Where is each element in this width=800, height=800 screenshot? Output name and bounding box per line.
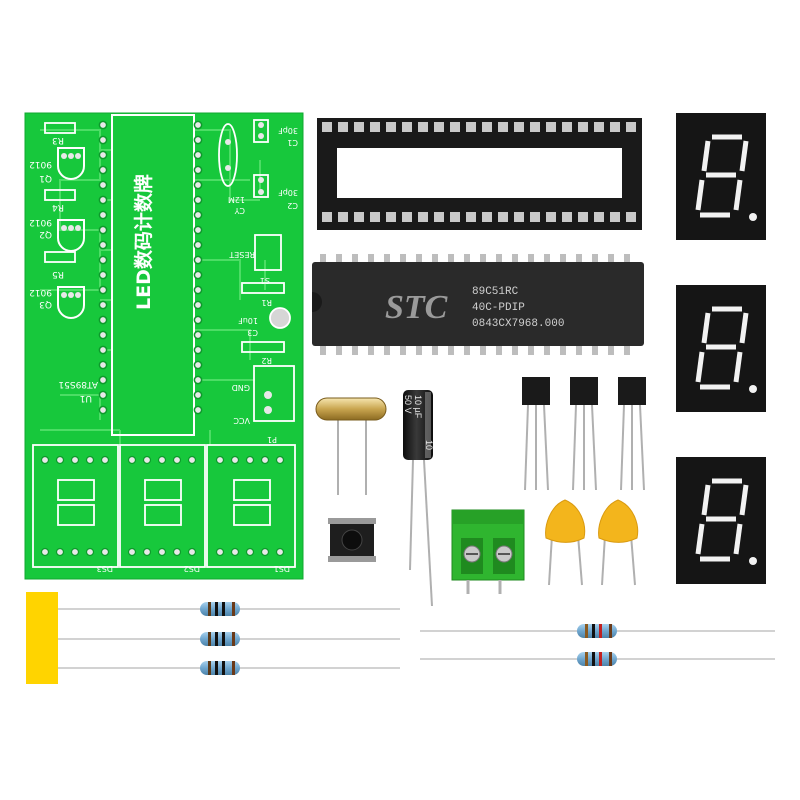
svg-text:Q2: Q2: [39, 229, 52, 239]
svg-text:R3: R3: [52, 135, 64, 145]
capacitor-side-mark: 10: [424, 440, 434, 450]
svg-text:P1: P1: [267, 435, 277, 444]
resistor: [200, 602, 240, 616]
svg-text:C1: C1: [287, 138, 298, 147]
resistor: [200, 632, 240, 646]
resistor: [577, 652, 617, 666]
svg-text:DS2: DS2: [184, 564, 200, 573]
svg-text:12M: 12M: [228, 195, 245, 204]
svg-text:Q3: Q3: [39, 299, 52, 309]
capacitor-value: 10 µF: [413, 395, 423, 419]
resistor-footprints-left: [44, 122, 76, 263]
pcb-board: LED数码计数牌 R3 R4 R5 Q1 Q2 Q3 9012 9012 901…: [24, 112, 304, 580]
ceramic-capacitor: [598, 499, 639, 586]
mcu-line2: 40C-PDIP: [472, 302, 525, 314]
svg-text:R4: R4: [52, 202, 64, 212]
pcb-labels-right: C1 30pF C2 30pF CY 12M RESET S1 R1 R2 C3…: [228, 126, 298, 444]
pcb-labels-left: R3 R4 R5 Q1 Q2 Q3 9012 9012 9012 AT89S51…: [29, 135, 98, 403]
resistor: [577, 624, 617, 638]
transistor: [522, 377, 550, 491]
display-footprints: [32, 444, 296, 568]
resistor: [200, 661, 240, 675]
tactile-switch: [328, 518, 376, 562]
capacitor-voltage: 50 V: [403, 395, 413, 414]
seven-segment-display: [676, 285, 766, 412]
mcu-line3: 0843CX7968.000: [472, 318, 564, 330]
svg-text:30pF: 30pF: [278, 188, 298, 197]
u1-pads: [98, 120, 203, 415]
pcb-labels-bottom: DS3 DS2 DS1: [97, 564, 290, 573]
svg-text:30pF: 30pF: [278, 126, 298, 135]
svg-text:R2: R2: [261, 356, 272, 365]
svg-text:GND: GND: [232, 383, 250, 392]
svg-text:C3: C3: [247, 328, 258, 337]
seven-segment-display: [676, 457, 766, 584]
svg-text:9012: 9012: [29, 217, 52, 227]
svg-text:CY: CY: [235, 206, 245, 215]
svg-text:9012: 9012: [29, 159, 52, 169]
transistor: [570, 377, 598, 491]
electrolytic-capacitor: 10 µF 50 V 10: [403, 390, 434, 607]
transistor-footprints: [57, 147, 85, 319]
svg-text:U1: U1: [80, 393, 92, 403]
svg-text:R1: R1: [261, 298, 272, 307]
mcu-chip: STC 89C51RC 40C-PDIP 0843CX7968.000: [312, 254, 644, 355]
display-footprint-pads: [40, 455, 285, 557]
svg-text:S1: S1: [260, 276, 270, 285]
svg-text:Q1: Q1: [39, 173, 52, 183]
transistor: [618, 377, 646, 491]
svg-text:AT89S51: AT89S51: [58, 379, 98, 389]
ceramic-capacitor: [545, 499, 586, 586]
svg-text:DS3: DS3: [97, 564, 113, 573]
svg-text:RESET: RESET: [229, 250, 255, 259]
svg-text:10uF: 10uF: [238, 316, 258, 325]
svg-text:DS1: DS1: [274, 564, 290, 573]
pcb-right-components: [218, 119, 295, 422]
svg-text:R5: R5: [52, 269, 64, 279]
pcb-title: LED数码计数牌: [132, 174, 155, 310]
mcu-brand: STC: [385, 289, 448, 326]
ic-socket: [317, 118, 642, 230]
svg-text:9012: 9012: [29, 287, 52, 297]
mcu-line1: 89C51RC: [472, 286, 519, 298]
crystal-oscillator: [315, 397, 387, 495]
seven-segment-display: [676, 113, 766, 240]
svg-text:VCC: VCC: [233, 416, 250, 425]
screw-terminal: [451, 509, 525, 594]
svg-text:C2: C2: [287, 201, 298, 210]
